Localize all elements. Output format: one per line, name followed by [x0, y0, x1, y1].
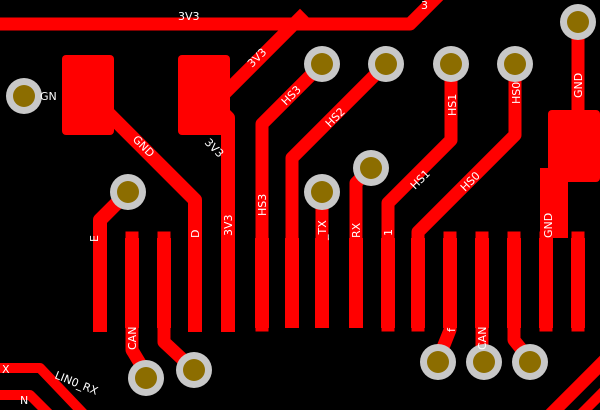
- smd-pads: [62, 55, 600, 238]
- pin-pad-15: [539, 238, 553, 328]
- via-hs0[interactable]: [497, 46, 533, 82]
- pin-pad-9: [349, 238, 363, 328]
- pin-pad-4: [188, 238, 202, 328]
- pad-right-bar: [540, 168, 568, 238]
- trace-bottom-right-2: [577, 387, 600, 410]
- via-gnd-right[interactable]: [560, 4, 596, 40]
- via-can-left[interactable]: [128, 360, 164, 396]
- pin-pad-2: [125, 238, 139, 328]
- label-pin-rx: RX: [350, 222, 363, 238]
- via-can-r[interactable]: [466, 344, 502, 380]
- label-small-f: f: [445, 327, 458, 332]
- label-top-3v3: 3V3: [178, 10, 200, 23]
- pad-large-left: [62, 55, 114, 135]
- pin-pad-5: [221, 238, 235, 328]
- label-pin-d: D: [189, 230, 202, 238]
- pad-large-right: [548, 110, 600, 182]
- label-can-left: CAN: [126, 327, 139, 350]
- via-e[interactable]: [110, 174, 146, 210]
- via-rx[interactable]: [353, 150, 389, 186]
- label-bottom-x: X: [2, 363, 10, 376]
- label-pad-gn: GN: [40, 90, 57, 103]
- trace-lin0: [0, 363, 87, 410]
- via-hs1[interactable]: [433, 46, 469, 82]
- label-pin-hs3: HS3: [256, 194, 269, 216]
- via-f[interactable]: [420, 344, 456, 380]
- label-pin-e: E: [88, 235, 101, 242]
- label-pin-1: 1: [382, 229, 395, 236]
- trace-3v3-top: [0, 0, 444, 31]
- pin-pad-7: [285, 238, 299, 328]
- label-gnd-right-top: GND: [572, 73, 585, 98]
- pin-pad-6: [255, 238, 269, 328]
- pad-large-mid: [178, 55, 230, 135]
- trace-lin0-2: [0, 390, 53, 410]
- vias: [6, 4, 596, 396]
- via-hs2[interactable]: [368, 46, 404, 82]
- label-hs1-upper: HS1: [446, 94, 459, 116]
- via-can-right[interactable]: [176, 352, 212, 388]
- label-pin-tx: _TX: [316, 220, 329, 241]
- ic-pin-pads: [93, 238, 585, 328]
- via-tx[interactable]: [304, 174, 340, 210]
- label-pin-3v3: 3V3: [222, 214, 235, 236]
- label-can-right: CAN: [476, 327, 489, 350]
- pin-pad-3: [157, 238, 171, 328]
- label-top-right-3: 3: [421, 0, 428, 12]
- pin-pad-12: [443, 238, 457, 328]
- label-gnd-right-pin: GND: [542, 213, 555, 238]
- label-bottom-n: N: [20, 394, 28, 407]
- pin-pad-16: [571, 238, 585, 328]
- label-hs0-upper: HS0: [510, 82, 523, 104]
- via-left-gn[interactable]: [6, 78, 42, 114]
- trace-hs2: [285, 54, 396, 245]
- pin-pad-1: [93, 238, 107, 328]
- pin-pad-8: [315, 238, 329, 328]
- via-right-3[interactable]: [512, 344, 548, 380]
- pin-pad-13: [475, 238, 489, 328]
- pin-pad-14: [507, 238, 521, 328]
- via-hs3[interactable]: [304, 46, 340, 82]
- pin-pad-11: [411, 238, 425, 328]
- trace-bottom-right: [545, 355, 600, 410]
- pin-pad-10: [381, 238, 395, 328]
